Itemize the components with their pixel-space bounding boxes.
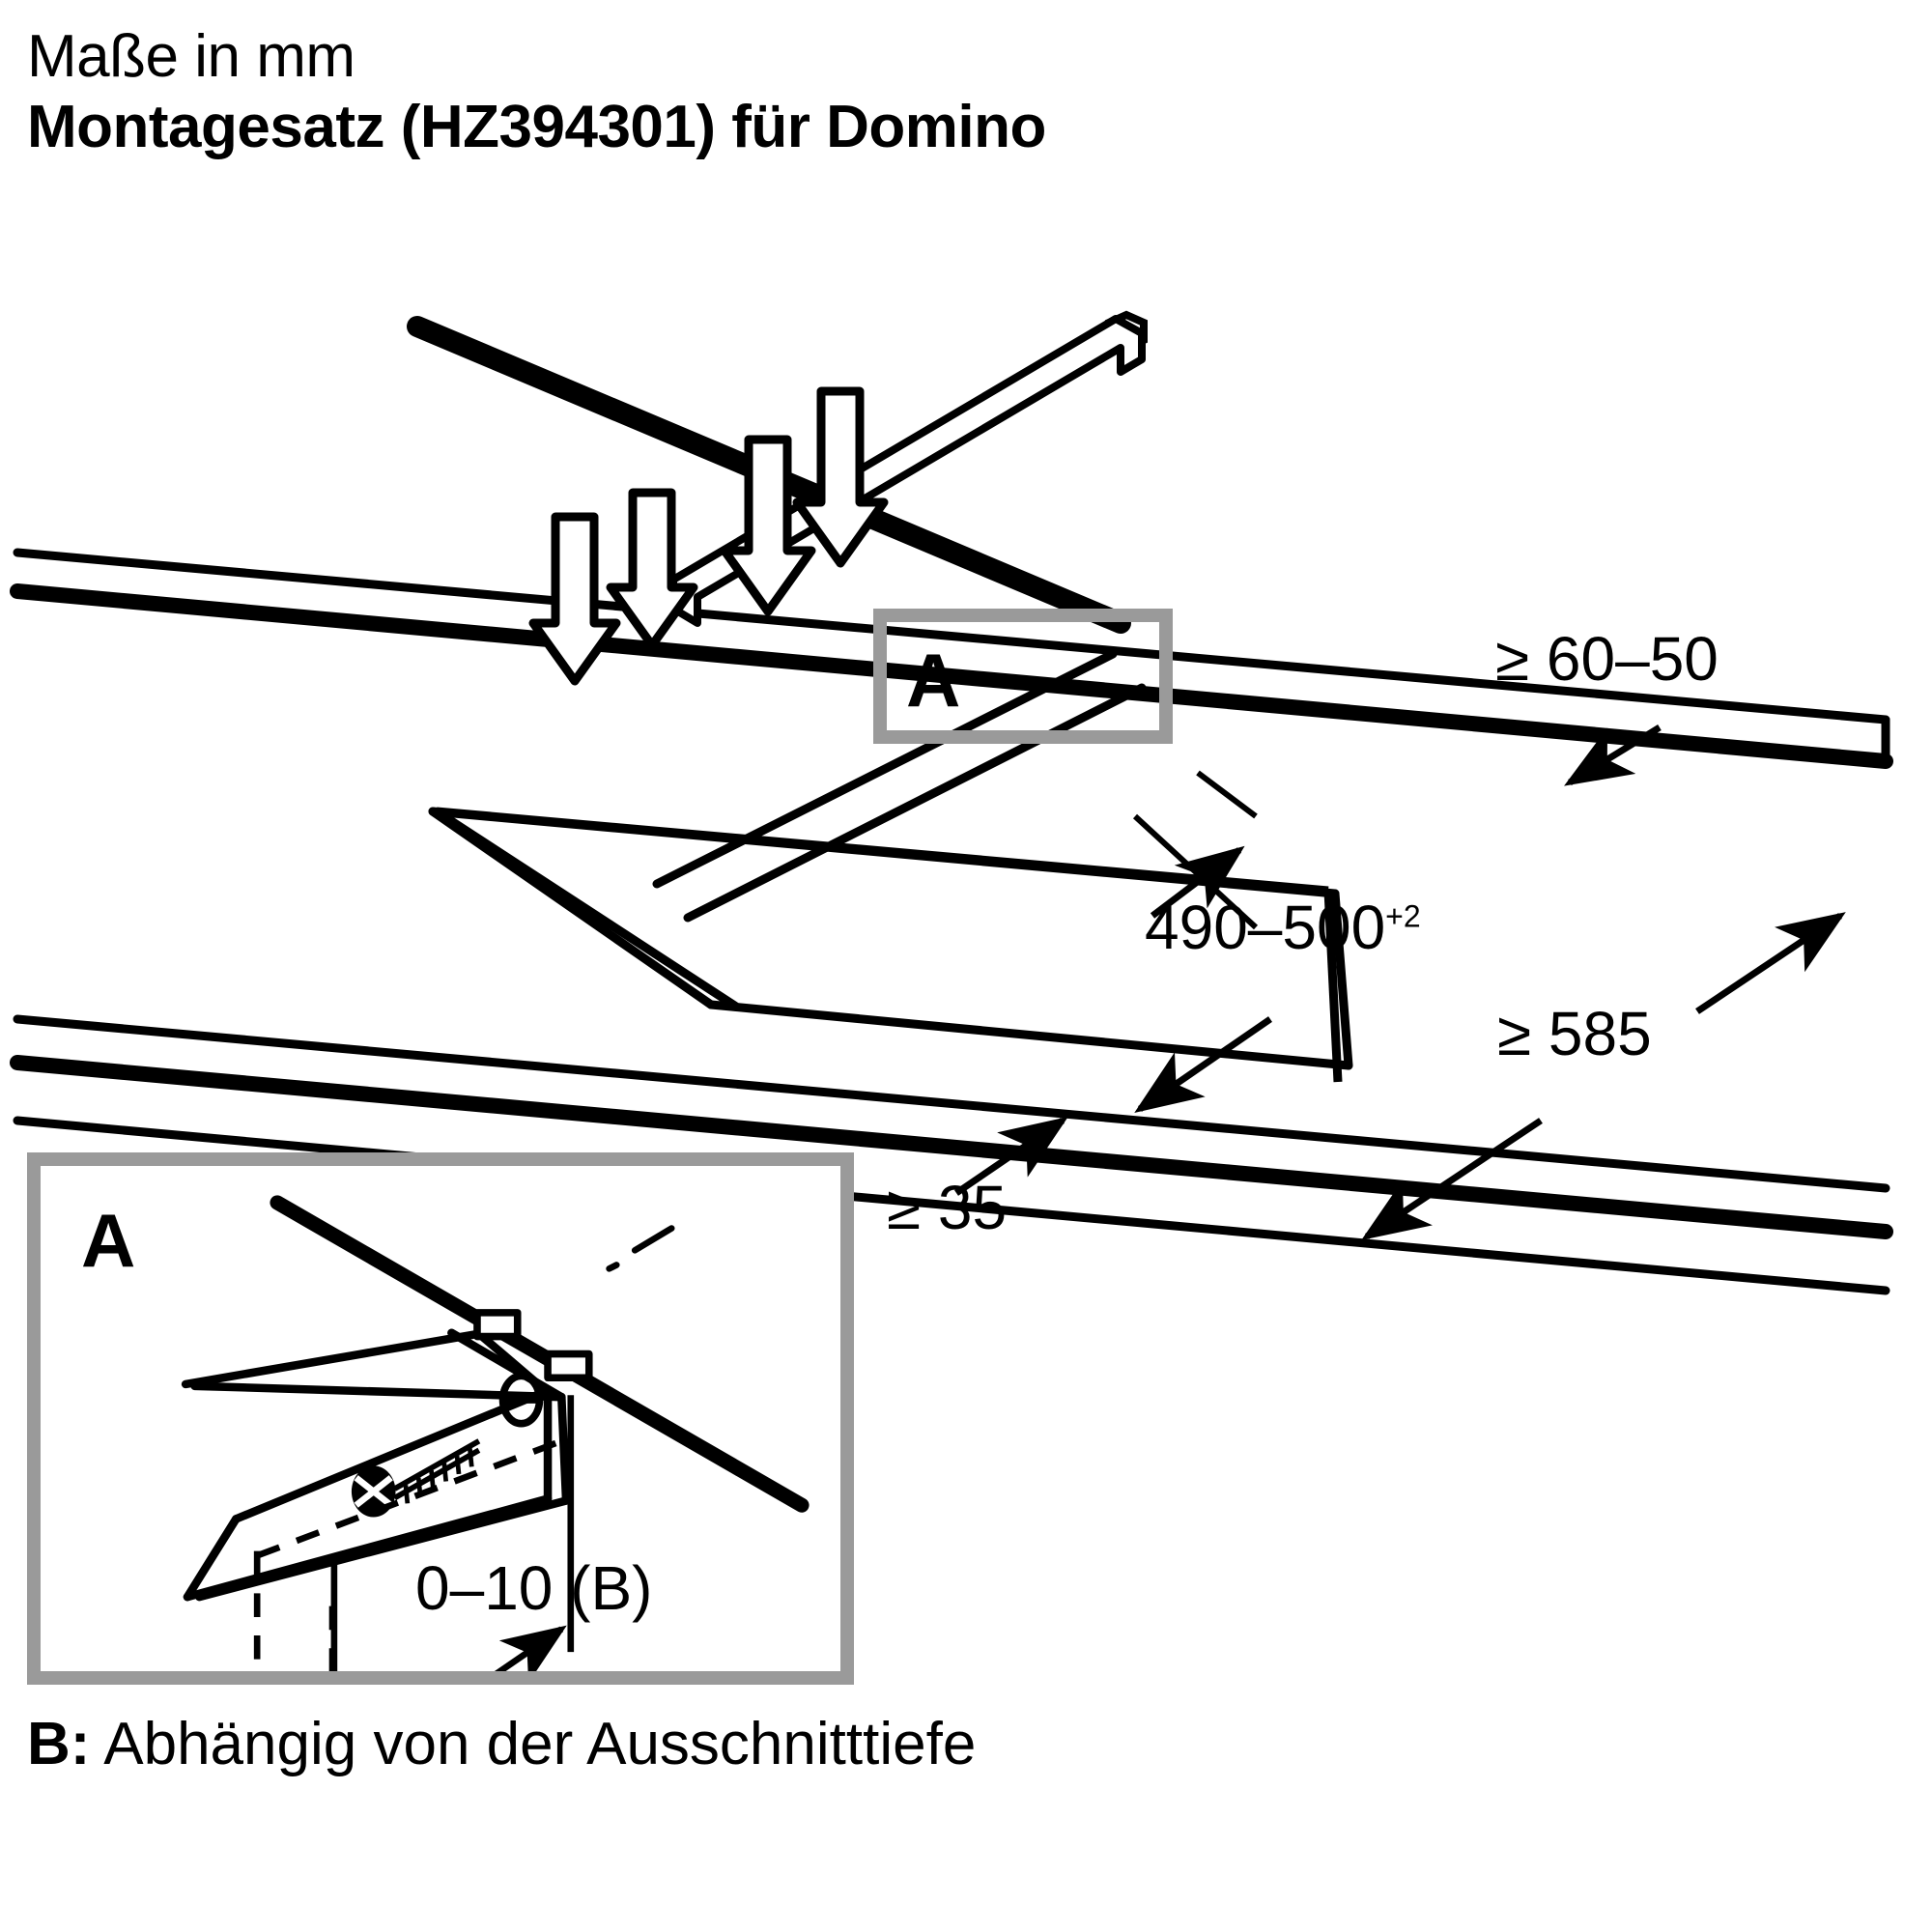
cutout-width-tolerance: +2: [1385, 898, 1421, 934]
detail-rail-faces: [183, 1388, 548, 1602]
footer-separator: :: [70, 1711, 91, 1777]
cutout-cross-rails: [652, 649, 1147, 923]
detail-dimension-arrows: [494, 1625, 567, 1671]
leader-depth-front: [1564, 724, 1662, 786]
detail-worktop-edge: [270, 1195, 810, 1513]
installation-arrows: [528, 386, 889, 686]
callout-region-a: [873, 609, 1173, 744]
callout-label-a: A: [906, 638, 961, 723]
arrow-down-4: [528, 512, 621, 686]
detail-dimension-refs: [330, 1395, 575, 1671]
leader-rear-distance: [954, 1117, 1068, 1196]
dimension-label-cutout-width: 490–500+2: [1145, 896, 1421, 958]
dimension-label-worktop-depth: ≥ 585: [1497, 999, 1652, 1068]
arrow-down-1: [792, 386, 889, 568]
detail-bracket-tabs: [473, 1309, 593, 1382]
cutout-width-value: 490–500: [1145, 893, 1386, 962]
leader-cutout-down: [1134, 1016, 1272, 1113]
detail-centerline: [606, 1225, 675, 1272]
detail-a-drawing: [181, 1195, 810, 1671]
page-header: Maße in mm Montagesatz (HZ394301) für Do…: [27, 21, 1669, 162]
detail-a-label: A: [81, 1198, 136, 1283]
dimension-leaders: [954, 724, 1846, 1240]
footer-text: Abhängig von der Ausschnitttiefe: [90, 1711, 977, 1777]
leader-worktop-down: [1361, 1118, 1543, 1240]
footer-marker: B: [27, 1711, 71, 1777]
leader-cutout-up: [1150, 845, 1245, 919]
detail-view-a: A 0–10 (B): [27, 1152, 854, 1685]
page-title: Montagesatz (HZ394301) für Domino: [27, 94, 1046, 161]
leader-worktop-up: [1695, 912, 1846, 1014]
arrow-down-2: [720, 435, 816, 616]
rail-profile: [669, 315, 1146, 627]
detail-a-dimension: 0–10 (B): [415, 1553, 653, 1623]
footer-note: B: Abhängig von der Ausschnitttiefe: [27, 1711, 977, 1777]
dimension-label-depth-front: ≥ 60–50: [1495, 624, 1719, 694]
dimension-label-rear-distance: ≥ 35: [887, 1173, 1008, 1242]
units-note: Maße in mm: [27, 23, 355, 90]
detail-screw-hole: [498, 1372, 544, 1428]
arrow-down-3: [606, 488, 698, 650]
dimension-extension-lines: [1132, 770, 1259, 930]
